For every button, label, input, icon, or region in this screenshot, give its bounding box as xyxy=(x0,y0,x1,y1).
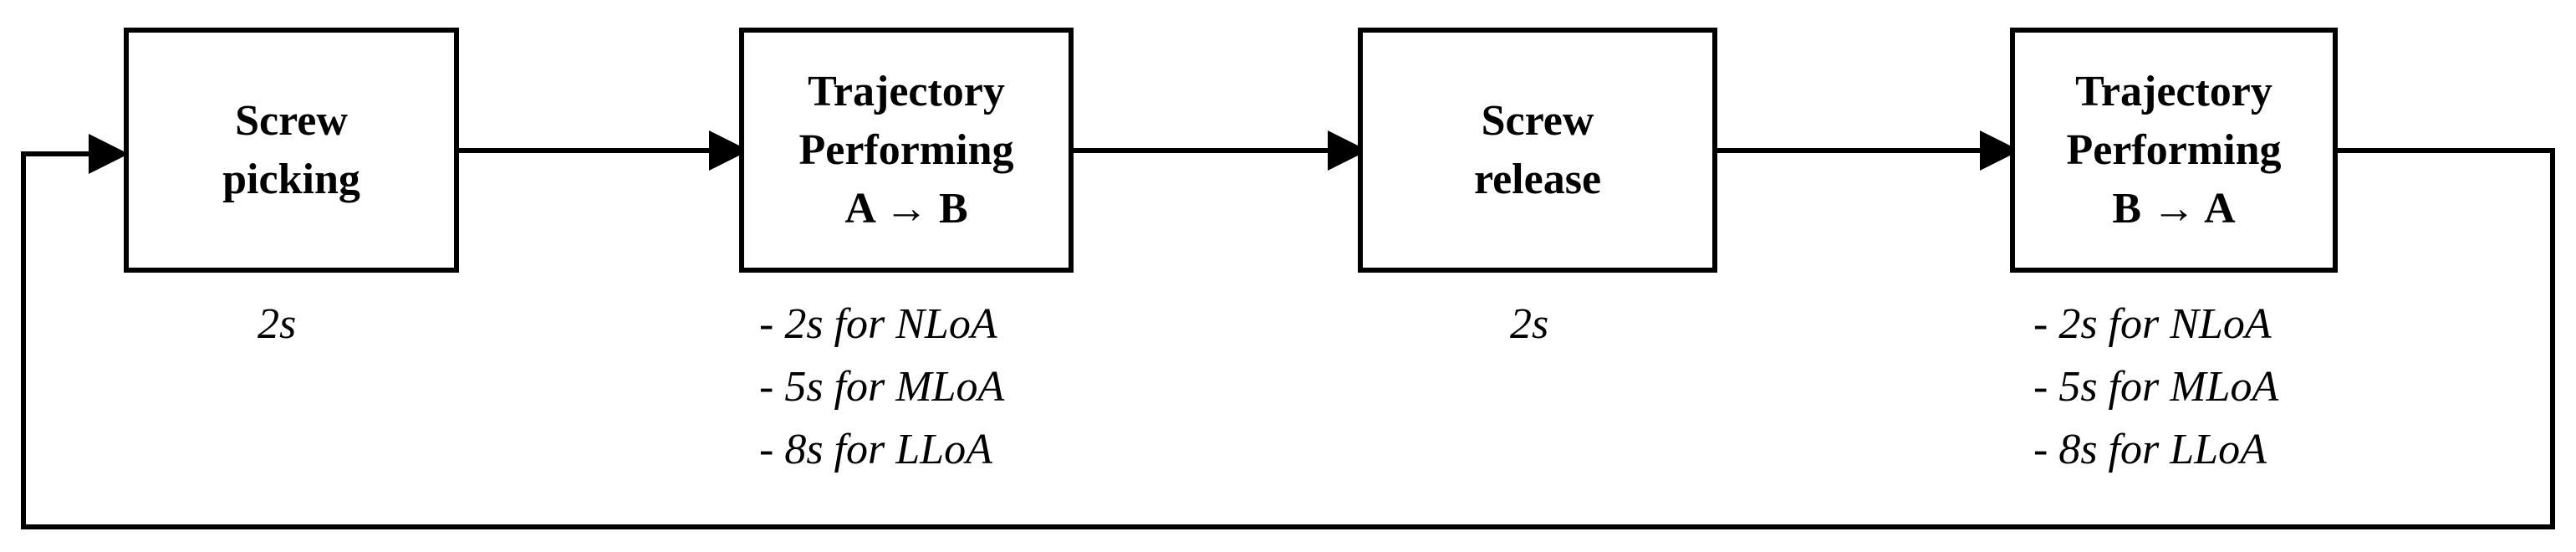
time-caption-line: - 2s for NLoA xyxy=(759,300,997,348)
step-title-line: Performing xyxy=(2066,125,2282,174)
step-title-line: A → B xyxy=(844,184,968,233)
step-title-line: Screw xyxy=(235,96,348,145)
step-box-trajectory-a-to-b: Trajectory Performing A → B xyxy=(739,28,1074,273)
time-caption-screw-release: 2s xyxy=(1510,293,1548,355)
time-caption-line: - 2s for NLoA xyxy=(2033,300,2272,348)
time-caption-line: - 5s for MLoA xyxy=(2033,363,2279,411)
step-title-line: Trajectory xyxy=(2075,67,2272,115)
time-caption-line: - 8s for LLoA xyxy=(759,426,992,473)
step-title-line: B → A xyxy=(2112,184,2236,233)
step-title-line: Trajectory xyxy=(808,67,1005,115)
step-title-line: Performing xyxy=(798,125,1014,174)
time-caption-line: 2s xyxy=(1510,300,1549,348)
step-box-trajectory-b-to-a: Trajectory Performing B → A xyxy=(2010,28,2338,273)
step-box-screw-picking: Screw picking xyxy=(124,28,459,273)
step-title-line: picking xyxy=(222,155,360,203)
time-caption-line: - 8s for LLoA xyxy=(2033,426,2267,473)
time-caption-trajectory-b-to-a: - 2s for NLoA - 5s for MLoA - 8s for LLo… xyxy=(2033,293,2278,481)
step-title-line: release xyxy=(1473,155,1602,203)
time-caption-screw-picking: 2s xyxy=(258,293,296,355)
time-caption-line: - 5s for MLoA xyxy=(759,363,1005,411)
time-caption-trajectory-a-to-b: - 2s for NLoA - 5s for MLoA - 8s for LLo… xyxy=(759,293,1004,481)
return-loop-arrow xyxy=(21,134,2555,529)
time-caption-line: 2s xyxy=(258,300,297,348)
step-box-screw-release: Screw release xyxy=(1358,28,1717,273)
step-title-line: Screw xyxy=(1481,96,1594,145)
